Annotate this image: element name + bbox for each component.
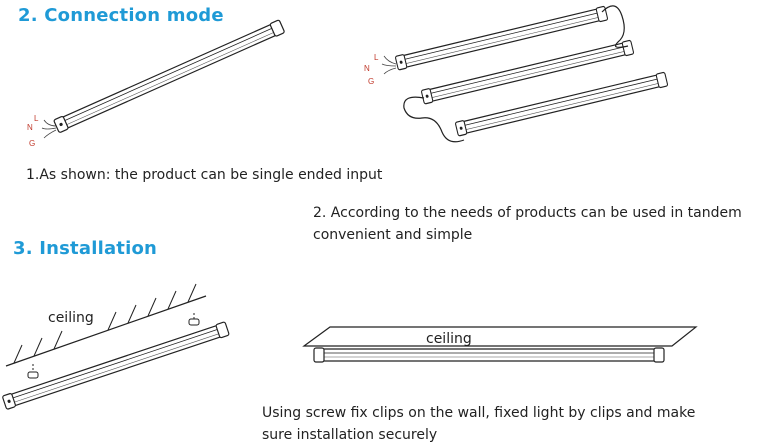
tandem-caption: 2. According to the needs of products ca…: [313, 202, 742, 246]
single-ended-caption: 1.As shown: the product can be single en…: [26, 164, 382, 186]
tandem-caption-line-1: 2. According to the needs of products ca…: [313, 205, 742, 221]
installation-caption-line-2: sure installation securely: [262, 427, 438, 443]
single-ended-caption-text: 1.As shown: the product can be single en…: [26, 167, 383, 183]
wall-mount-drawing: ceiling: [1, 283, 230, 411]
tandem-tubes-drawing: L N G: [364, 5, 669, 143]
tandem-wire-label-g: G: [368, 77, 374, 86]
installation-caption: Using screw fix clips on the wall, fixed…: [262, 402, 695, 446]
section-2-title: 2. Connection mode: [18, 5, 224, 26]
tandem-wire-label-n: N: [364, 64, 370, 73]
wire-label-g: G: [29, 139, 35, 148]
ceiling-label-right: ceiling: [426, 331, 472, 347]
ceiling-label-left: ceiling: [48, 310, 94, 326]
tandem-wire-label-l: L: [374, 53, 379, 62]
installation-caption-line-1: Using screw fix clips on the wall, fixed…: [262, 405, 696, 421]
wire-label-l: L: [34, 114, 39, 123]
ceiling-mount-drawing: ceiling: [302, 326, 698, 363]
wire-label-n: N: [27, 123, 33, 132]
single-tube-drawing: L N G: [27, 19, 286, 148]
section-3-title: 3. Installation: [13, 238, 158, 259]
tandem-caption-line-2: convenient and simple: [313, 227, 473, 243]
